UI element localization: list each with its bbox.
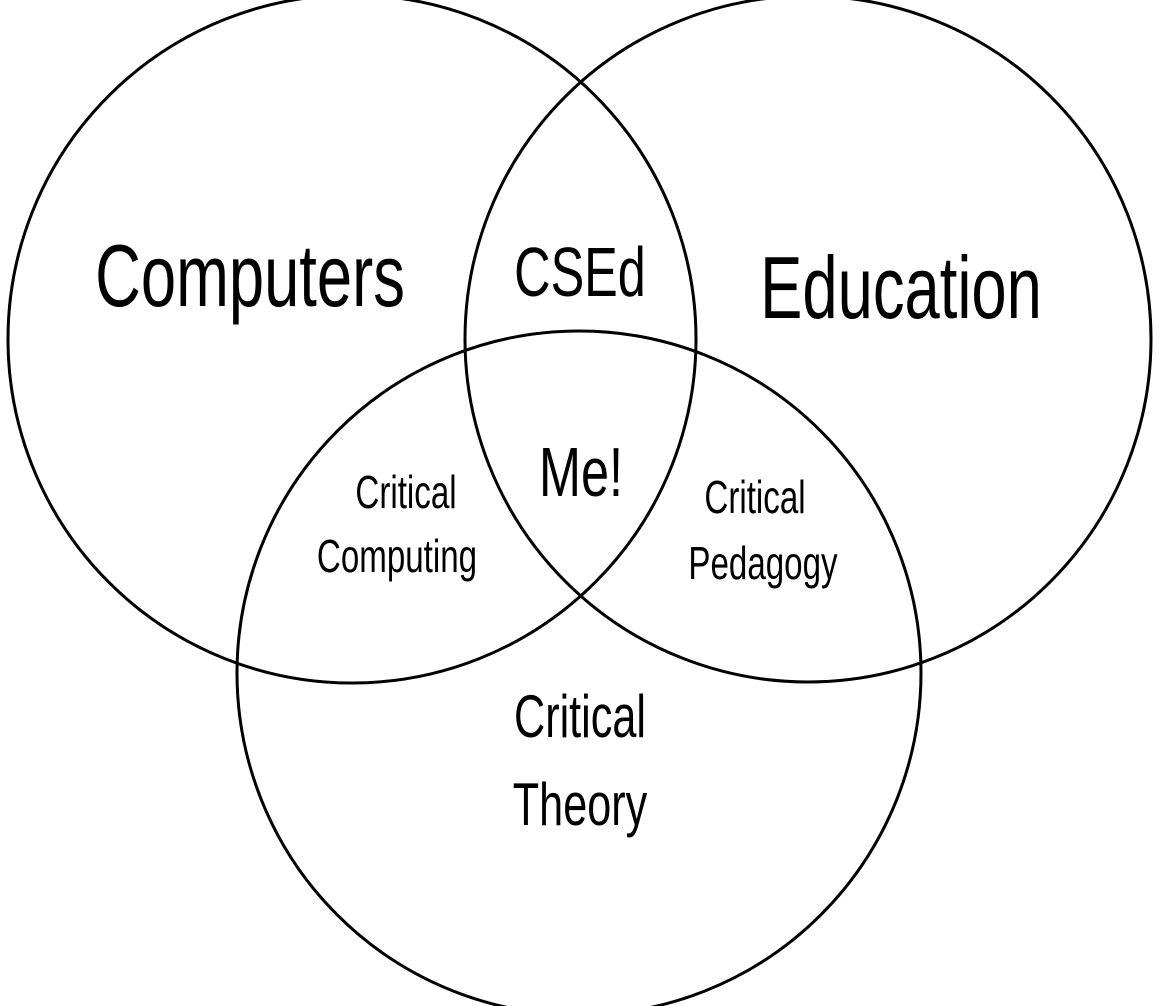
critical-pedagogy-label-line2: Pedagogy bbox=[688, 539, 837, 589]
critical-theory-label-line2: Theory bbox=[513, 772, 648, 839]
computers-label: Computers bbox=[95, 228, 405, 326]
education-circle bbox=[463, 0, 1153, 684]
me-label: Me! bbox=[539, 433, 623, 511]
critical-computing-label-line1: Critical bbox=[355, 468, 456, 518]
computers-circle bbox=[6, 0, 698, 685]
education-label: Education bbox=[760, 240, 1042, 338]
critical-computing-label-line2: Computing bbox=[317, 532, 477, 582]
critical-theory-circle bbox=[235, 329, 923, 1006]
csed-label: CSEd bbox=[514, 233, 646, 311]
critical-theory-label-line1: Critical bbox=[514, 684, 646, 751]
critical-pedagogy-label-line1: Critical bbox=[704, 473, 805, 523]
